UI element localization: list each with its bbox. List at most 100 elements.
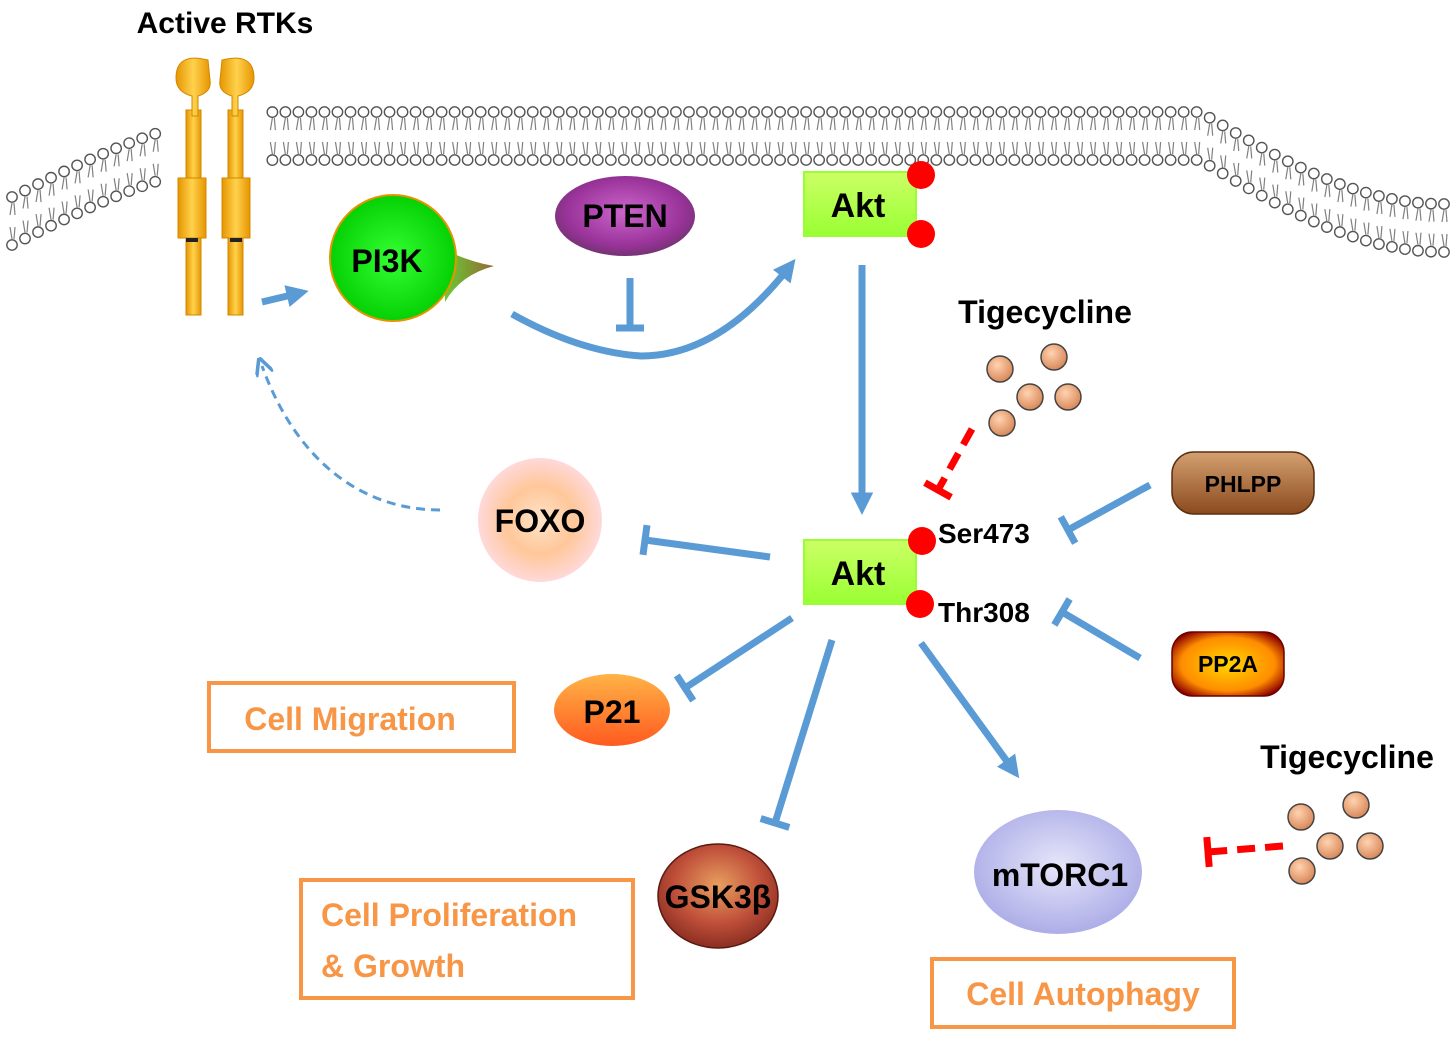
lipid-tail <box>1102 117 1107 131</box>
pp2a-node: PP2A <box>1171 631 1285 697</box>
lipid-head <box>1177 106 1190 118</box>
lipid-head <box>1047 154 1060 166</box>
lipid-tail <box>846 117 849 131</box>
lipid-tail <box>338 117 342 131</box>
active-rtks-label: Active RTKs <box>137 7 314 40</box>
tigecycline-inhibits-mtorc1 <box>1203 836 1284 868</box>
lipid-head <box>982 106 995 118</box>
lipid-tail <box>660 117 664 131</box>
lipid-tail <box>1080 117 1084 131</box>
lipid-head <box>617 106 630 118</box>
lipid-tail <box>469 141 472 155</box>
lipid-tail <box>586 117 589 131</box>
lipid-tail <box>9 226 13 240</box>
lipid-tail <box>699 141 703 155</box>
lipid-head <box>84 153 97 166</box>
lipid-tail <box>465 117 469 131</box>
lipid-tail <box>416 117 420 131</box>
lipid-head <box>1255 189 1268 202</box>
lipid-head <box>591 154 604 166</box>
lipid-tail <box>399 117 404 131</box>
lipid-tail <box>1376 225 1380 239</box>
lipid-head <box>97 147 110 160</box>
lipid-tail <box>1181 117 1185 131</box>
pi3k-node: PI3K <box>329 194 494 322</box>
lipid-head <box>630 154 643 166</box>
lipid-head <box>748 106 760 118</box>
lipid-tail <box>351 117 355 131</box>
lipid-tail <box>1250 170 1253 183</box>
lipid-tail <box>1037 141 1042 155</box>
lipid-tail <box>35 189 39 203</box>
lipid-tail <box>52 183 55 196</box>
lipid-tail <box>364 141 368 155</box>
lipid-tail <box>1445 209 1448 223</box>
lipid-tail <box>790 117 794 131</box>
lipid-head <box>279 106 292 118</box>
lipid-tail <box>1298 173 1302 186</box>
lipid-tail <box>569 117 573 131</box>
lipid-tail <box>482 117 485 131</box>
lipid-tail <box>1089 117 1094 131</box>
lipid-tail <box>469 117 472 131</box>
lipid-tail <box>1315 203 1318 216</box>
lipid-head <box>409 154 422 166</box>
pten-label: PTEN <box>582 198 667 234</box>
lipid-tail <box>725 141 729 155</box>
lipid-head <box>1086 154 1099 166</box>
lipid-tail <box>1115 117 1120 131</box>
lipid-tail <box>443 117 446 131</box>
foxo-node: FOXO <box>478 458 602 582</box>
lipid-tail <box>1041 141 1045 155</box>
lipid-head <box>539 154 552 166</box>
lipid-head <box>1008 106 1021 118</box>
lipid-tail <box>885 141 888 155</box>
lipid-tail <box>1054 117 1058 131</box>
lipid-head <box>969 154 982 166</box>
lipid-head <box>1034 154 1047 166</box>
lipid-tail <box>1024 117 1029 131</box>
lipid-tail <box>660 141 664 155</box>
lipid-head <box>904 106 917 118</box>
lipid-head <box>930 154 943 166</box>
lipid-head <box>1425 245 1437 258</box>
lipid-head <box>1255 141 1268 154</box>
lipid-tail <box>1106 141 1110 155</box>
lipid-tail <box>543 117 547 131</box>
lipid-tail <box>1050 141 1055 155</box>
lipid-tail <box>456 117 459 131</box>
lipid-tail <box>1324 208 1328 222</box>
lipid-tail <box>1155 141 1159 155</box>
lipid-tail <box>1224 155 1227 168</box>
lipid-head <box>839 106 852 118</box>
lipid-tail <box>1328 208 1331 222</box>
lipid-tail <box>156 163 159 176</box>
lipid-tail <box>269 117 273 131</box>
lipid-tail <box>933 141 937 155</box>
lipid-head <box>1268 148 1281 161</box>
lipid-tail <box>1341 190 1344 203</box>
lipid-tail <box>742 117 745 131</box>
lipid-head <box>435 106 448 118</box>
lipid-tail <box>1141 141 1146 155</box>
lipid-head <box>982 154 995 166</box>
lipid-head <box>1164 154 1177 166</box>
lipid-tail <box>595 141 599 155</box>
lipid-tail <box>1337 189 1341 203</box>
lipid-tail <box>651 117 654 131</box>
lipid-tail <box>1350 218 1354 231</box>
lipid-head <box>1086 106 1099 118</box>
lipid-tail <box>100 159 104 172</box>
gsk3b-node: GSK3β <box>657 843 779 949</box>
lipid-tail <box>1441 209 1445 223</box>
lipid-head <box>657 154 669 166</box>
lipid-head <box>1099 154 1112 166</box>
lipid-head <box>500 106 513 118</box>
lipid-tail <box>1341 214 1344 227</box>
lipid-head <box>1333 226 1346 238</box>
lipid-head <box>865 106 878 118</box>
lipid-tail <box>621 117 625 131</box>
lipid-tail <box>582 117 586 131</box>
pathway-edges <box>262 258 1020 779</box>
lipid-tail <box>139 144 143 157</box>
